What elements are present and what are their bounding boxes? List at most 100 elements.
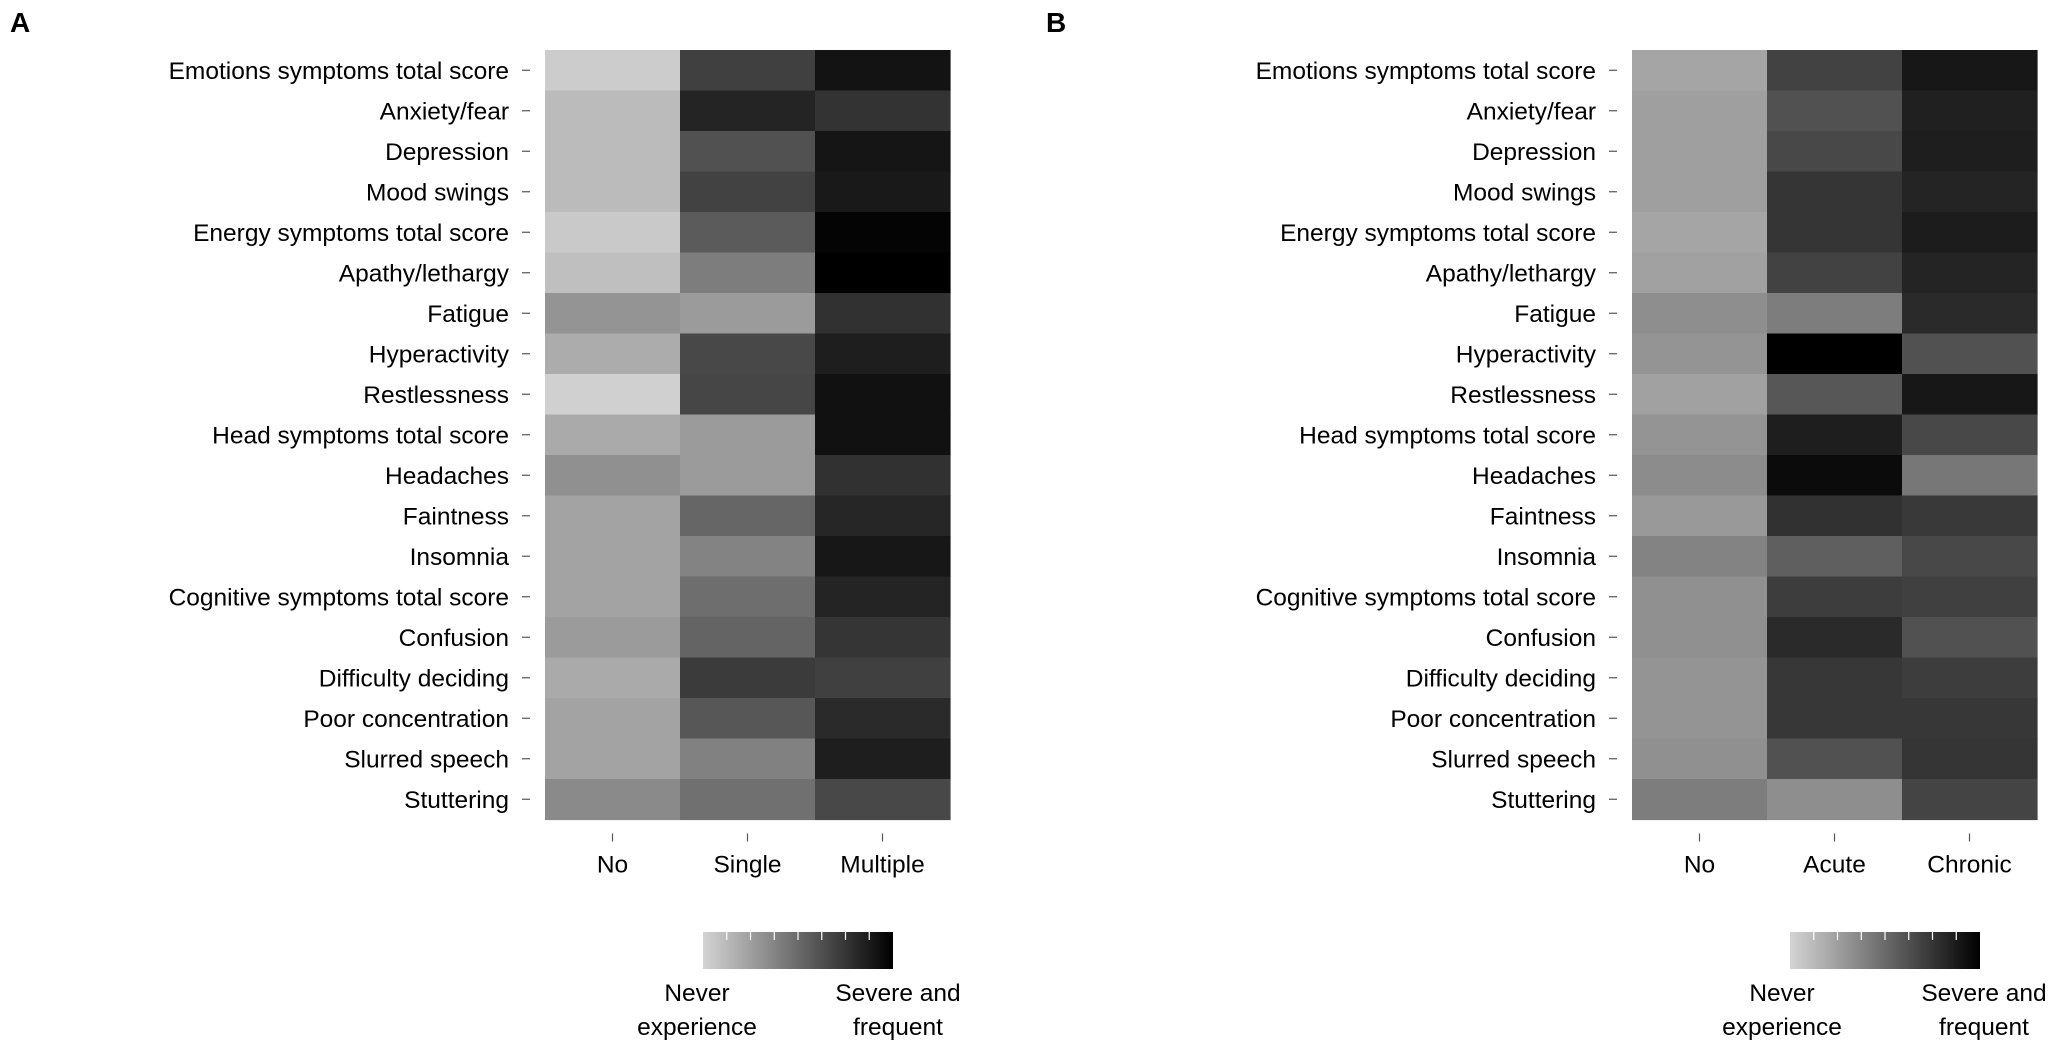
- panel-a-legend-ticks: [726, 932, 870, 940]
- row-label: Slurred speech: [344, 746, 509, 773]
- heatmap-cell: [815, 617, 951, 659]
- row-label: Headaches: [385, 463, 509, 490]
- row-label: Apathy/lethargy: [1426, 260, 1597, 287]
- row-label: Fatigue: [427, 301, 509, 328]
- heatmap-cell: [815, 536, 951, 578]
- row-label: Insomnia: [410, 544, 510, 571]
- heatmap-cell: [680, 536, 816, 578]
- heatmap-cell: [1767, 50, 1903, 92]
- heatmap-cell: [1632, 779, 1768, 821]
- heatmap-cell: [815, 738, 951, 780]
- heatmap-cell: [680, 779, 816, 821]
- heatmap-cell: [545, 536, 681, 578]
- row-label: Apathy/lethargy: [339, 260, 510, 287]
- heatmap-cell: [1632, 293, 1768, 335]
- heatmap-cell: [680, 455, 816, 497]
- heatmap-cell: [1902, 374, 2038, 416]
- heatmap-cell: [680, 90, 816, 132]
- heatmap-cell: [1767, 617, 1903, 659]
- row-label: Slurred speech: [1431, 746, 1596, 773]
- heatmap-cell: [1902, 536, 2038, 578]
- heatmap-cell: [680, 212, 816, 254]
- panel-a-cells: [545, 50, 951, 821]
- heatmap-cell: [680, 576, 816, 618]
- heatmap-cell: [1632, 576, 1768, 618]
- heatmap-cell: [545, 779, 681, 821]
- heatmap-cell: [1902, 171, 2038, 213]
- heatmap-cell: [1902, 657, 2038, 699]
- heatmap-cell: [815, 374, 951, 416]
- heatmap-cell: [815, 131, 951, 173]
- row-label: Difficulty deciding: [1406, 665, 1596, 692]
- heatmap-cell: [815, 414, 951, 456]
- heatmap-cell: [545, 171, 681, 213]
- row-label: Poor concentration: [303, 706, 509, 733]
- row-label: Anxiety/fear: [1467, 98, 1596, 125]
- heatmap-cell: [1902, 738, 2038, 780]
- heatmap-cell: [815, 455, 951, 497]
- heatmap-cell: [545, 455, 681, 497]
- row-label: Confusion: [1486, 625, 1596, 652]
- heatmap-cell: [545, 374, 681, 416]
- heatmap-cell: [1767, 252, 1903, 294]
- heatmap-cell: [1902, 212, 2038, 254]
- heatmap-cell: [1767, 414, 1903, 456]
- heatmap-cell: [545, 576, 681, 618]
- heatmap-cell: [1767, 576, 1903, 618]
- column-label: Chronic: [1927, 852, 2011, 879]
- heatmap-cell: [545, 495, 681, 537]
- heatmap-cell: [1902, 617, 2038, 659]
- heatmap-cell: [1632, 50, 1768, 92]
- heatmap-cell: [1632, 374, 1768, 416]
- heatmap-cell: [1767, 698, 1903, 740]
- row-label: Restlessness: [1450, 382, 1596, 409]
- panel-b-cells: [1632, 50, 2038, 821]
- row-label: Energy symptoms total score: [1280, 220, 1596, 247]
- row-label: Fatigue: [1514, 301, 1596, 328]
- heatmap-cell: [680, 293, 816, 335]
- heatmap-cell: [545, 738, 681, 780]
- heatmap-cell: [815, 333, 951, 375]
- heatmap-cell: [1902, 455, 2038, 497]
- heatmap-cell: [815, 698, 951, 740]
- heatmap-cell: [545, 414, 681, 456]
- heatmap-cell: [1632, 698, 1768, 740]
- panel-b-letter: B: [1046, 7, 1066, 38]
- heatmap-cell: [1902, 293, 2038, 335]
- heatmap-cell: [1632, 657, 1768, 699]
- heatmap-cell: [680, 374, 816, 416]
- panel-b-legend-ticks: [1813, 932, 1957, 940]
- heatmap-cell: [545, 293, 681, 335]
- heatmap-cell: [680, 50, 816, 92]
- row-label: Head symptoms total score: [1299, 422, 1596, 449]
- row-label: Emotions symptoms total score: [1256, 58, 1596, 85]
- heatmap-cell: [1632, 212, 1768, 254]
- heatmap-cell: [1632, 617, 1768, 659]
- row-label: Head symptoms total score: [212, 422, 509, 449]
- panel-b-row-labels: Emotions symptoms total scoreAnxiety/fea…: [1256, 58, 1617, 814]
- column-label: Multiple: [840, 852, 924, 879]
- heatmap-cell: [680, 414, 816, 456]
- heatmap-cell: [815, 576, 951, 618]
- row-label: Energy symptoms total score: [193, 220, 509, 247]
- heatmap-cell: [815, 252, 951, 294]
- heatmap-cell: [1767, 738, 1903, 780]
- row-label: Depression: [385, 139, 509, 166]
- row-label: Hyperactivity: [369, 341, 510, 368]
- heatmap-cell: [1632, 495, 1768, 537]
- heatmap-cell: [1632, 455, 1768, 497]
- heatmap-cell: [1767, 455, 1903, 497]
- heatmap-cell: [680, 617, 816, 659]
- heatmap-cell: [1902, 779, 2038, 821]
- heatmap-cell: [680, 738, 816, 780]
- heatmap-cell: [1902, 252, 2038, 294]
- row-label: Insomnia: [1497, 544, 1597, 571]
- heatmap-cell: [1902, 131, 2038, 173]
- heatmap-cell: [1632, 131, 1768, 173]
- heatmap-cell: [815, 657, 951, 699]
- heatmap-cell: [1767, 779, 1903, 821]
